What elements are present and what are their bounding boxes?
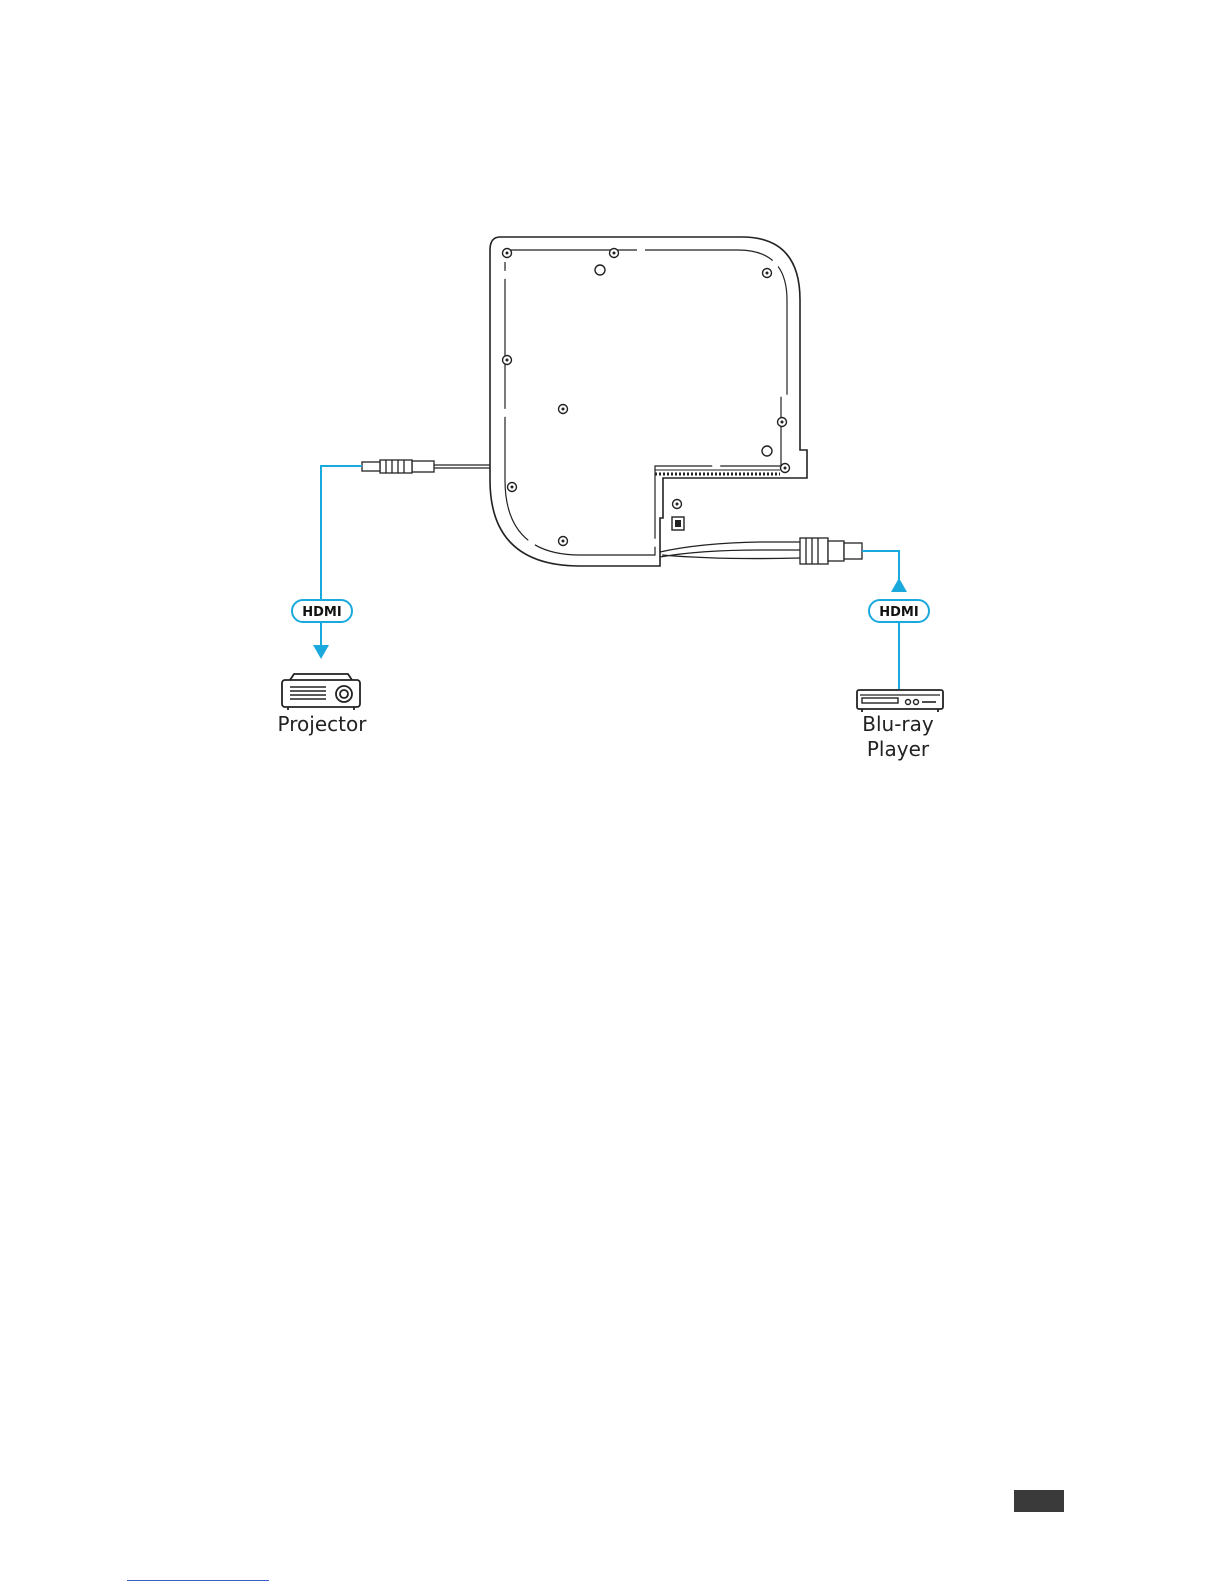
hole-icon xyxy=(762,446,772,456)
arrow-up-icon xyxy=(891,578,907,592)
projector-label: Projector xyxy=(262,712,382,737)
small-connector-icon xyxy=(672,517,684,530)
arrow-down-icon xyxy=(313,645,329,659)
bluray-player-icon xyxy=(857,690,943,712)
bluray-player-label-line2: Player xyxy=(838,737,958,762)
page-number-box xyxy=(1014,1490,1064,1512)
left-hdmi-badge: HDMI xyxy=(292,600,352,622)
right-hdmi-plug-icon xyxy=(660,538,862,564)
left-hdmi-label: HDMI xyxy=(302,605,341,620)
screw-group xyxy=(503,249,790,546)
footer-rule xyxy=(127,1580,269,1581)
projector-icon xyxy=(282,674,360,710)
bluray-player-label-line1: Blu-ray xyxy=(838,712,958,737)
right-hdmi-label: HDMI xyxy=(879,605,918,620)
hole-icon xyxy=(595,265,605,275)
switcher-plate-icon xyxy=(490,237,807,566)
right-hdmi-badge: HDMI xyxy=(869,600,929,622)
left-hdmi-plug-icon xyxy=(362,460,490,473)
